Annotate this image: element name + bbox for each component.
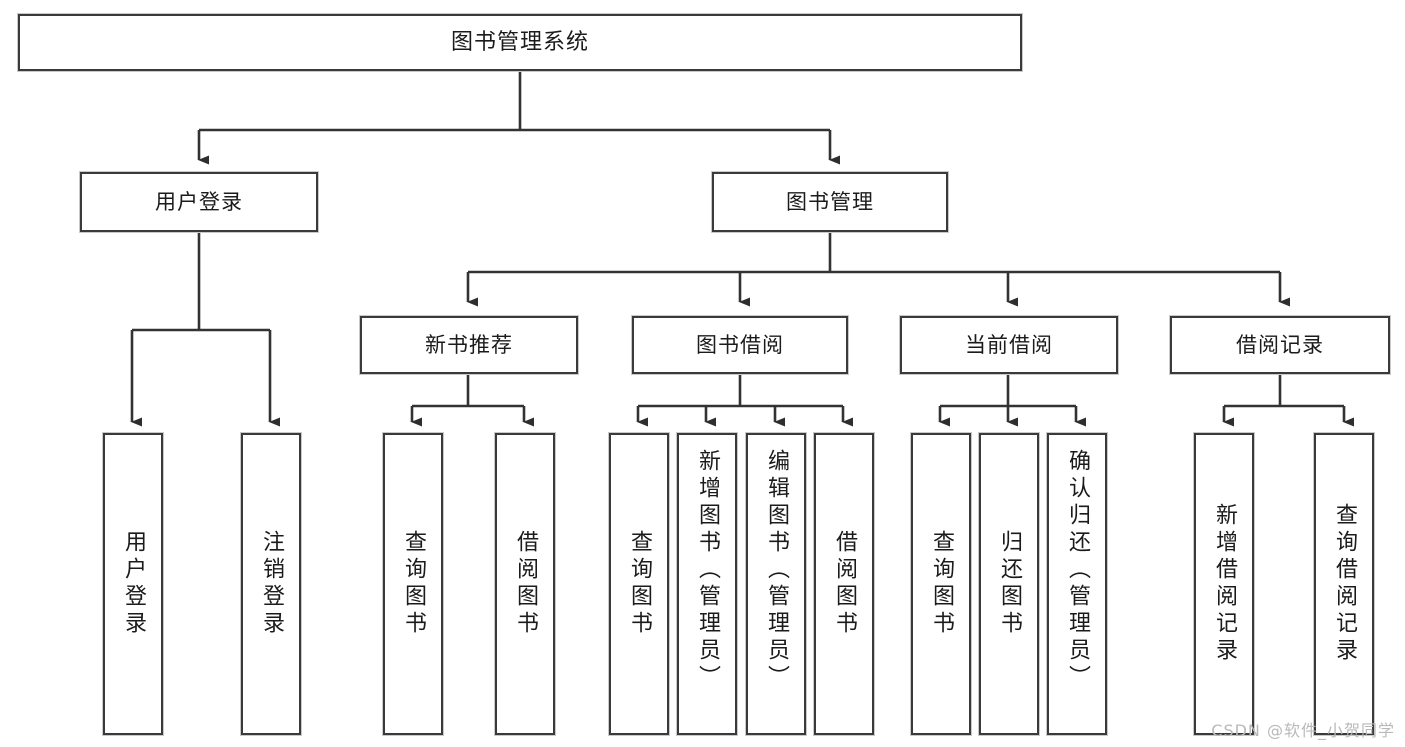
leaf-current-borrow-return-book[interactable]: 归还图书	[979, 433, 1039, 735]
node-label: 借阅图书	[513, 530, 538, 638]
node-current-borrow[interactable]: 当前借阅	[900, 316, 1118, 374]
node-label: 图书管理	[786, 189, 874, 214]
node-book-borrow[interactable]: 图书借阅	[632, 316, 848, 374]
leaf-new-book-borrow-book[interactable]: 借阅图书	[495, 433, 555, 735]
node-user-login[interactable]: 用户登录	[80, 172, 318, 232]
node-label: 归还图书	[997, 530, 1022, 638]
node-root-book-management-system[interactable]: 图书管理系统	[18, 14, 1022, 71]
leaf-user-login-logout[interactable]: 注销登录	[241, 433, 301, 735]
leaf-book-borrow-add-book[interactable]: 新增图书（管理员）	[677, 433, 737, 735]
node-label: 图书借阅	[696, 332, 784, 357]
node-label: 查询借阅记录	[1332, 503, 1357, 665]
node-new-book-recommend[interactable]: 新书推荐	[360, 316, 578, 374]
leaf-user-login-login[interactable]: 用户登录	[103, 433, 163, 735]
node-label: 新增图书（管理员）	[695, 449, 720, 692]
node-label: 用户登录	[121, 530, 146, 638]
node-label: 借阅记录	[1236, 332, 1324, 357]
node-borrow-record[interactable]: 借阅记录	[1170, 316, 1390, 374]
leaf-borrow-record-query-record[interactable]: 查询借阅记录	[1314, 433, 1374, 735]
node-label: 查询图书	[627, 530, 652, 638]
leaf-new-book-query-book[interactable]: 查询图书	[383, 433, 443, 735]
node-label: 当前借阅	[965, 332, 1053, 357]
leaf-book-borrow-query-book[interactable]: 查询图书	[609, 433, 669, 735]
node-book-management[interactable]: 图书管理	[712, 172, 948, 232]
leaf-current-borrow-query-book[interactable]: 查询图书	[911, 433, 971, 735]
leaf-borrow-record-add-record[interactable]: 新增借阅记录	[1194, 433, 1254, 735]
leaf-current-borrow-confirm-return[interactable]: 确认归还（管理员）	[1047, 433, 1107, 735]
node-label: 借阅图书	[832, 530, 857, 638]
csdn-watermark: CSDN @软件_小贺同学	[1211, 721, 1395, 740]
node-label: 编辑图书（管理员）	[764, 449, 789, 692]
node-label: 确认归还（管理员）	[1065, 449, 1090, 692]
node-label: 新书推荐	[425, 332, 513, 357]
node-label: 用户登录	[155, 189, 243, 214]
node-label: 查询图书	[929, 530, 954, 638]
node-label: 注销登录	[259, 530, 284, 638]
node-label: 图书管理系统	[450, 29, 589, 55]
leaf-book-borrow-borrow-book[interactable]: 借阅图书	[814, 433, 874, 735]
leaf-book-borrow-edit-book[interactable]: 编辑图书（管理员）	[746, 433, 806, 735]
node-label: 新增借阅记录	[1212, 503, 1237, 665]
node-label: 查询图书	[401, 530, 426, 638]
